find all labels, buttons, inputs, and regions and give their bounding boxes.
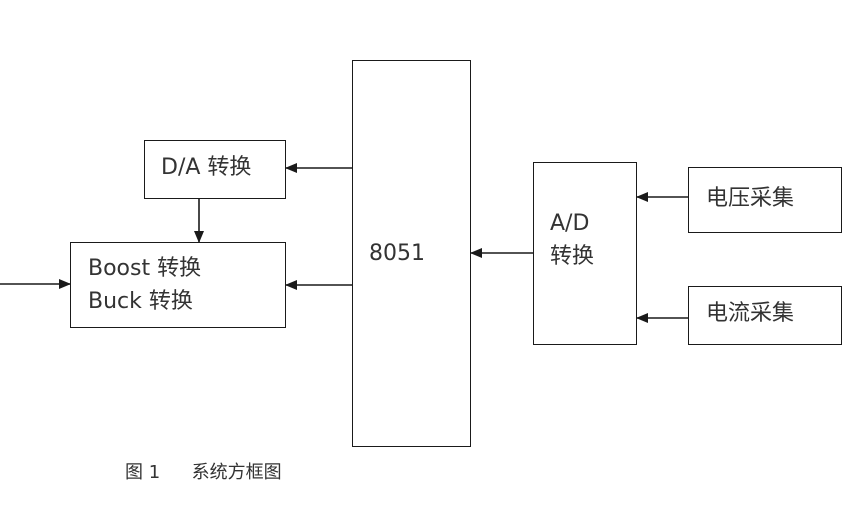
ad-label-line2: 转换 [550, 244, 595, 269]
boost-label: Boost 转换 [88, 256, 202, 281]
figure-title: 系统方框图 [191, 462, 282, 483]
da-converter-box: D/A 转换 [144, 140, 286, 199]
figure-caption: 图 1 系统方框图 [125, 458, 282, 484]
voltage-acquisition-label: 电压采集 [706, 186, 795, 211]
ad-converter-box: A/D 转换 [533, 162, 637, 345]
boost-buck-box: Boost 转换 Buck 转换 [70, 242, 286, 328]
voltage-acquisition-box: 电压采集 [688, 167, 842, 233]
mcu-8051-label: 8051 [369, 241, 425, 266]
da-converter-label: D/A 转换 [161, 155, 252, 180]
current-acquisition-label: 电流采集 [706, 301, 795, 326]
buck-label: Buck 转换 [88, 289, 193, 314]
ad-label-line1: A/D [550, 211, 590, 236]
figure-number: 图 1 [125, 462, 161, 483]
current-acquisition-box: 电流采集 [688, 286, 842, 345]
mcu-8051-box: 8051 [352, 60, 471, 447]
